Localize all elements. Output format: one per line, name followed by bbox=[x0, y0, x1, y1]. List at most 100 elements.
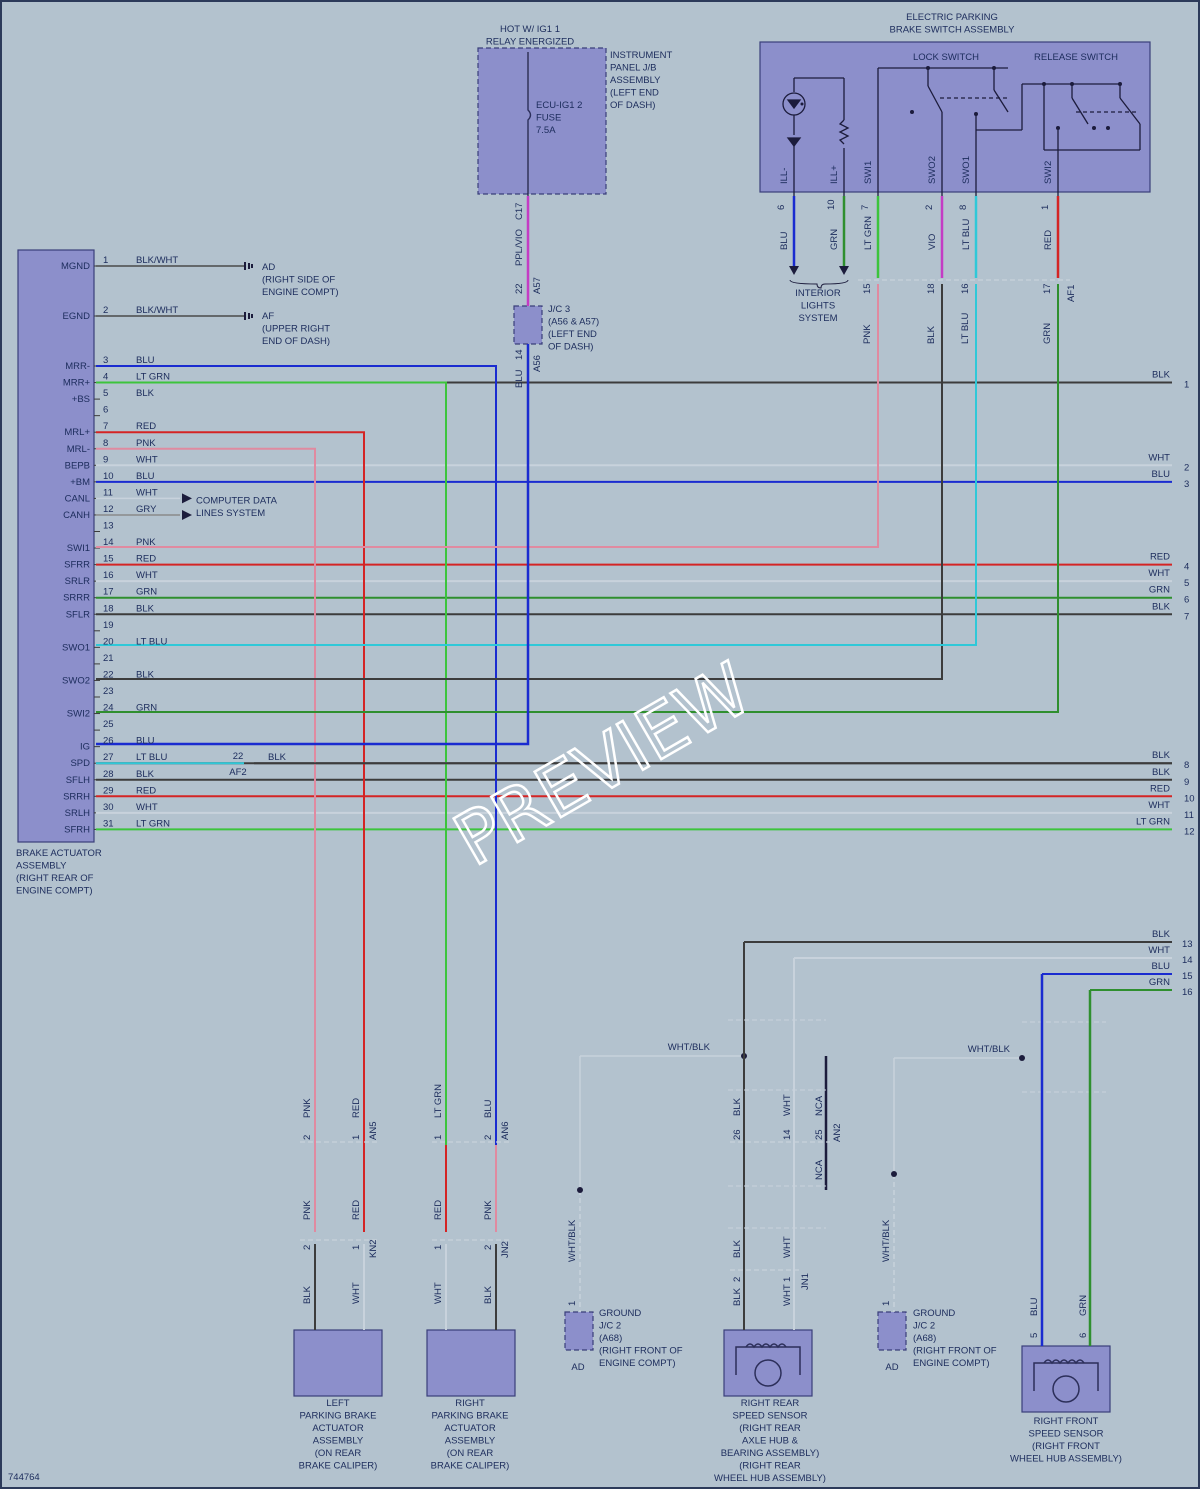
wire-swi1 bbox=[96, 284, 879, 548]
wire-color-14: PNK bbox=[136, 537, 156, 548]
ground-af-label: AF bbox=[262, 311, 274, 322]
an5-p2: 2 bbox=[302, 1135, 313, 1140]
actuator-signal-canh: CANH bbox=[63, 510, 90, 521]
shield-outline-0 bbox=[728, 1019, 826, 1229]
ground-jc2-label-1: J/C 2 bbox=[599, 1321, 621, 1332]
an6-p2: 2 bbox=[483, 1135, 494, 1140]
ref-num-4: 4 bbox=[1184, 562, 1189, 573]
ground-pin-2: 1 bbox=[881, 1301, 892, 1306]
rr-p2: 2 bbox=[732, 1277, 743, 1282]
rr-nca-1: NCA bbox=[814, 1095, 825, 1116]
jc3-bottom-conn: A56 bbox=[532, 355, 543, 372]
right-actuator-label: RIGHT bbox=[455, 1398, 485, 1409]
actuator-signal-mrl: MRL- bbox=[67, 444, 90, 455]
ref-num-3: 3 bbox=[1184, 479, 1189, 490]
ref-color-4: RED bbox=[1150, 552, 1170, 563]
wire-color-11: WHT bbox=[136, 487, 158, 498]
wire-color-9: WHT bbox=[136, 454, 158, 465]
switch-internals bbox=[782, 67, 1141, 196]
wire-color-28: BLK bbox=[136, 769, 155, 780]
wire-mrl-minus bbox=[96, 447, 316, 1145]
actuator-pin-30: 30 bbox=[103, 802, 114, 813]
actuator-pin-5: 5 bbox=[103, 388, 108, 399]
kn2-p2: 2 bbox=[302, 1245, 313, 1250]
ib-assembly-label: INSTRUMENT bbox=[610, 50, 672, 61]
actuator-signal-mgnd: MGND bbox=[61, 261, 90, 272]
wire-swo1 bbox=[96, 284, 977, 646]
actuator-pin-18: 18 bbox=[103, 603, 114, 614]
ref-num-8: 8 bbox=[1184, 760, 1189, 771]
arrow-down-icon-1 bbox=[839, 266, 849, 275]
actuator-signal-canl: CANL bbox=[65, 493, 90, 504]
kn2-p1: 1 bbox=[351, 1245, 362, 1250]
wire-color-1: BLK/WHT bbox=[136, 255, 178, 266]
ref-num-6: 6 bbox=[1184, 595, 1189, 606]
ref-color-13: BLK bbox=[1152, 929, 1171, 940]
actuator-pin-16: 16 bbox=[103, 570, 114, 581]
ib-assembly-label: (LEFT END bbox=[610, 88, 659, 99]
wire-color-15: RED bbox=[136, 554, 156, 565]
arrow-icon-0 bbox=[182, 493, 192, 504]
shield-dot-2b bbox=[1019, 1055, 1025, 1061]
left-actuator-label: BRAKE CALIPER) bbox=[299, 1461, 378, 1472]
rf-p6: 6 bbox=[1078, 1333, 1089, 1338]
an5-p1: 1 bbox=[351, 1135, 362, 1140]
wire-color-2: BLK/WHT bbox=[136, 305, 178, 316]
rr-sensor-label: (RIGHT REAR bbox=[739, 1461, 801, 1472]
brake-actuator-title: ENGINE COMPT) bbox=[16, 886, 93, 897]
rr-blk-1: BLK bbox=[732, 1097, 743, 1116]
ground-jc2-label-2: J/C 2 bbox=[913, 1321, 935, 1332]
actuator-signal-sfrh: SFRH bbox=[64, 824, 90, 835]
ra-out-left: WHT bbox=[433, 1282, 444, 1304]
rr-sensor-label: BEARING ASSEMBLY) bbox=[721, 1448, 820, 1459]
switch-pin-name-3: SWO2 bbox=[927, 156, 938, 184]
interior-lights-label: SYSTEM bbox=[798, 313, 837, 324]
kn2-left: PNK bbox=[302, 1200, 313, 1220]
rr-sensor-coil-icon bbox=[735, 1343, 801, 1387]
ground-wire-2: WHT/BLK bbox=[881, 1219, 892, 1262]
ground-jc2-label-2: GROUND bbox=[913, 1308, 955, 1319]
actuator-signal-ig: IG bbox=[80, 742, 90, 753]
ground-jc2-label-1: ENGINE COMPT) bbox=[599, 1358, 676, 1369]
switch-assembly-label: ELECTRIC PARKING bbox=[906, 12, 998, 23]
rr-wht-2: WHT bbox=[782, 1236, 793, 1258]
jc3-label: J/C 3 bbox=[548, 304, 570, 315]
ref-num-14: 14 bbox=[1182, 955, 1193, 966]
rf-sensor-label: WHEEL HUB ASSEMBLY) bbox=[1010, 1454, 1122, 1465]
switch-pin-name-2: SWI1 bbox=[863, 161, 874, 184]
wire-color-3: BLU bbox=[136, 355, 155, 366]
actuator-signal-sfrr: SFRR bbox=[64, 560, 90, 571]
switch-pin-num-3: 2 bbox=[924, 205, 935, 210]
ground-pin-1: 1 bbox=[567, 1301, 578, 1306]
rr-p26: 26 bbox=[732, 1129, 743, 1140]
wire-swo2 bbox=[96, 284, 943, 680]
rr-p25: 25 bbox=[814, 1129, 825, 1140]
switch-pin-num-4: 8 bbox=[958, 205, 969, 210]
ref-num-16: 16 bbox=[1182, 987, 1193, 998]
spd-conn: AF2 bbox=[229, 767, 246, 778]
rf-c5: BLU bbox=[1029, 1297, 1040, 1316]
actuator-pin-10: 10 bbox=[103, 471, 114, 482]
right-actuator-label: (ON REAR bbox=[447, 1448, 494, 1459]
brace-icon bbox=[789, 279, 849, 289]
jc3-top-conn: A57 bbox=[532, 277, 543, 294]
relay-label: HOT W/ IG1 1 bbox=[500, 24, 560, 35]
rr-nca-2: NCA bbox=[814, 1159, 825, 1180]
ib-assembly-label: ASSEMBLY bbox=[610, 75, 661, 86]
ref-color-11: WHT bbox=[1148, 800, 1170, 811]
fuse-label: FUSE bbox=[536, 113, 561, 124]
actuator-signal-srrr: SRRR bbox=[63, 593, 90, 604]
af1-label: AF1 bbox=[1066, 285, 1077, 302]
ib-assembly-label: PANEL J/B bbox=[610, 63, 656, 74]
ground-jc2-label-2: (RIGHT FRONT OF bbox=[913, 1346, 997, 1357]
ground-jc2-label-1: GROUND bbox=[599, 1308, 641, 1319]
rf-sensor-coil-icon bbox=[1033, 1359, 1099, 1403]
ground-ad-label: ENGINE COMPT) bbox=[262, 287, 339, 298]
rf-sensor-label: RIGHT FRONT bbox=[1034, 1416, 1099, 1427]
jn2-left: RED bbox=[433, 1200, 444, 1220]
kn2-right: RED bbox=[351, 1200, 362, 1220]
jn2-p1: 1 bbox=[433, 1245, 444, 1250]
interior-lights-label: INTERIOR bbox=[795, 288, 841, 299]
wire-color-24: GRN bbox=[136, 703, 157, 714]
